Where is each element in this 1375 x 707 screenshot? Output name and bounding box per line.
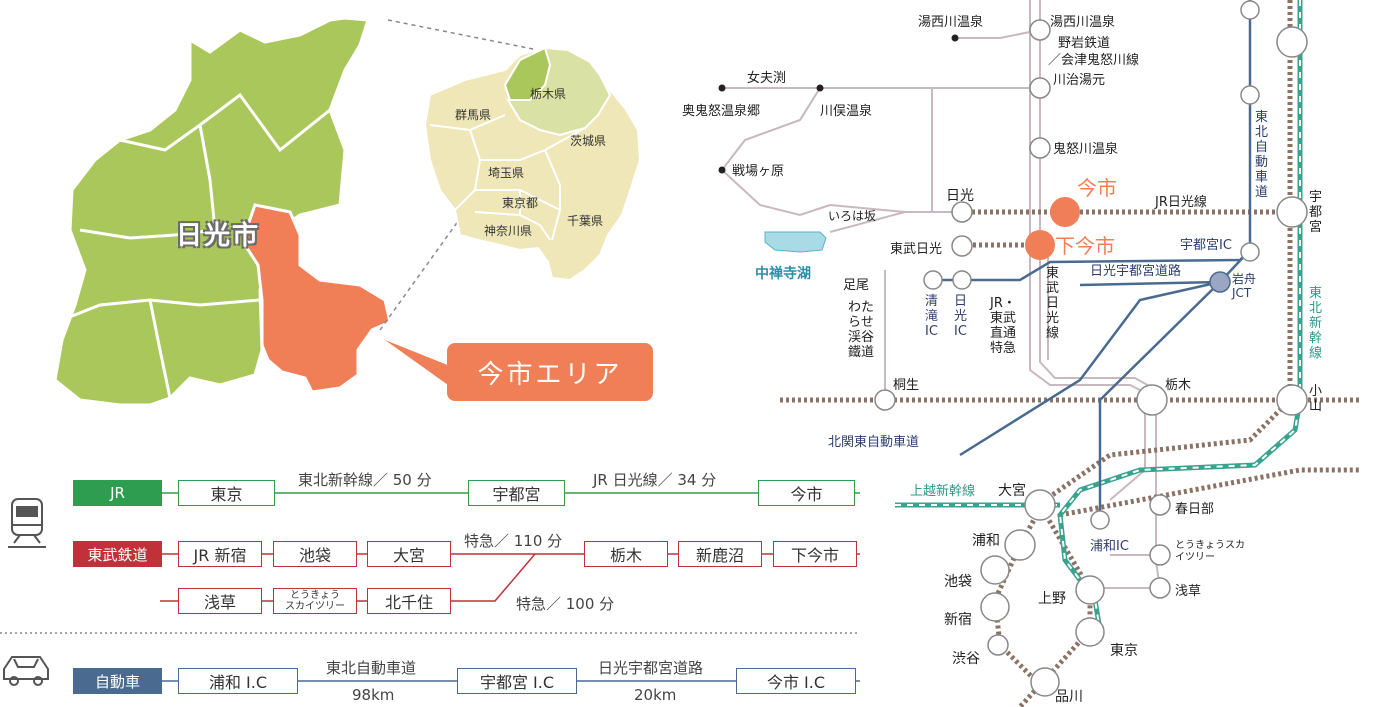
- line-tobu-nikko: 東武日光線: [1046, 266, 1060, 341]
- tobu-note-100: 特急／ 100 分: [516, 595, 615, 613]
- car-dist-98: 98km: [352, 686, 395, 704]
- tobu-stop-shimoimaichi: 下今市: [773, 541, 857, 567]
- ic-kiyotaki: 清滝IC: [925, 294, 939, 339]
- tobu-stop-tochigi: 栃木: [584, 541, 668, 567]
- station-tobu-nikko: 東武日光: [890, 242, 943, 257]
- imaichi-area-shape: [243, 203, 392, 394]
- station-shimoimaichi: 下今市: [1055, 234, 1115, 258]
- car-stop-utsunomiya-ic: 宇都宮 I.C: [457, 668, 577, 694]
- stop-okukinu: 奥鬼怒温泉郷: [682, 104, 761, 119]
- pref-kanagawa: 神奈川県: [484, 224, 533, 238]
- train-icon: [8, 498, 46, 548]
- kanto-mini-map: [423, 46, 642, 282]
- stop-meotobuchi: 女夫渕: [747, 71, 787, 86]
- pref-saitama: 埼玉県: [488, 166, 525, 180]
- jr-label: JR: [73, 480, 162, 506]
- tobu-stop-shinkanuma: 新鹿沼: [678, 541, 762, 567]
- jct-iwafune: 岩舟JCT: [1232, 272, 1257, 300]
- tobu-note-110: 特急／ 110 分: [464, 532, 563, 550]
- tobu-stop-ikebukuro: 池袋: [273, 541, 357, 567]
- line-aizu: ／会津鬼怒川線: [1048, 53, 1140, 68]
- car-road-nikko-utsunomiya: 日光宇都宮道路: [598, 659, 704, 677]
- car-dist-20: 20km: [634, 686, 677, 704]
- nikko-city-label: 日光市: [176, 221, 261, 251]
- tobu-stop-jr-shinjuku: JR 新宿: [178, 541, 262, 567]
- station-nikko: 日光: [946, 188, 974, 204]
- line-jr-tobu-direct: JR・東武直通特急: [990, 296, 1017, 356]
- jr-stop-tokyo: 東京: [178, 480, 275, 506]
- car-road-tohoku: 東北自動車道: [326, 659, 417, 677]
- station-yunishigawa-left: 湯西川温泉: [918, 15, 984, 30]
- station-skytree: とうきょうスカイツリー: [1175, 540, 1245, 563]
- station-ashio: 足尾: [843, 278, 870, 293]
- lake-chuzenji: 中禅寺湖: [755, 266, 811, 282]
- road-kitakanto: 北関東自動車道: [828, 435, 920, 450]
- skytree-line2: スカイツリー: [285, 601, 345, 612]
- tobu-label: 東武鉄道: [73, 541, 162, 567]
- car-icon: [3, 656, 49, 686]
- road-tohoku-expressway: 東北自動車道: [1255, 110, 1269, 200]
- ic-urawa: 浦和IC: [1090, 539, 1129, 554]
- station-ueno: 上野: [1038, 591, 1066, 607]
- jr-segment-shinkansen: 東北新幹線／ 50 分: [298, 471, 432, 489]
- imaichi-area-callout: 今市エリア: [447, 343, 653, 401]
- pref-chiba: 千葉県: [567, 214, 604, 228]
- ic-nikko: 日光IC: [954, 294, 968, 339]
- pref-ibaraki: 茨城県: [570, 134, 607, 148]
- line-tohoku-shinkansen: 東北新幹線: [1309, 286, 1323, 361]
- station-imaichi: 今市: [1077, 176, 1117, 200]
- tobu-stop-kitasenju: 北千住: [367, 588, 451, 614]
- jr-segment-nikko-line: JR 日光線／ 34 分: [593, 471, 717, 489]
- car-label: 自動車: [73, 668, 162, 694]
- skytree-line1: とうきょう: [290, 590, 340, 601]
- pref-gunma: 群馬県: [455, 108, 492, 122]
- station-asakusa: 浅草: [1175, 584, 1202, 599]
- station-kawaji: 川治湯元: [1053, 73, 1106, 88]
- station-kiryu: 桐生: [893, 378, 920, 393]
- route-map: [718, 0, 1360, 707]
- station-tochigi: 栃木: [1165, 378, 1192, 393]
- line-joetsu-shinkansen: 上越新幹線: [910, 484, 976, 499]
- tobu-stop-asakusa: 浅草: [178, 588, 262, 614]
- station-omiya: 大宮: [998, 483, 1026, 499]
- station-utsunomiya: 宇都宮: [1309, 190, 1323, 235]
- pref-tochigi: 栃木県: [530, 87, 567, 101]
- jr-stop-utsunomiya: 宇都宮: [468, 480, 565, 506]
- station-shinjuku: 新宿: [944, 612, 972, 628]
- station-urawa: 浦和: [972, 533, 1000, 549]
- nikko-city-shape: [53, 16, 371, 407]
- line-noiwa: 野岩鉄道: [1058, 36, 1111, 51]
- jr-stop-imaichi: 今市: [758, 480, 855, 506]
- ic-utsunomiya: 宇都宮IC: [1180, 238, 1232, 253]
- tobu-stop-omiya: 大宮: [367, 541, 451, 567]
- line-watarase: わたらせ渓谷鐵道: [848, 300, 875, 360]
- station-oyama: 小山: [1309, 384, 1323, 414]
- station-kinugawa: 鬼怒川温泉: [1053, 142, 1119, 157]
- station-shinagawa: 品川: [1055, 689, 1083, 705]
- stop-senjogahara: 戦場ヶ原: [732, 164, 785, 179]
- line-jr-nikko: JR日光線: [1155, 195, 1207, 210]
- road-nikko-utsunomiya: 日光宇都宮道路: [1090, 264, 1182, 279]
- station-yunishigawa: 湯西川温泉: [1050, 15, 1116, 30]
- station-shibuya: 渋谷: [952, 651, 980, 667]
- station-kasukabe: 春日部: [1175, 502, 1215, 517]
- station-tokyo: 東京: [1110, 643, 1138, 659]
- car-stop-urawa-ic: 浦和 I.C: [178, 668, 298, 694]
- car-stop-imaichi-ic: 今市 I.C: [736, 668, 856, 694]
- road-irohazaka: いろは坂: [828, 209, 877, 223]
- tobu-stop-skytree: とうきょう スカイツリー: [273, 588, 357, 614]
- pref-tokyo: 東京都: [502, 196, 539, 210]
- stop-kawamata: 川俣温泉: [820, 104, 873, 119]
- station-ikebukuro: 池袋: [944, 574, 972, 590]
